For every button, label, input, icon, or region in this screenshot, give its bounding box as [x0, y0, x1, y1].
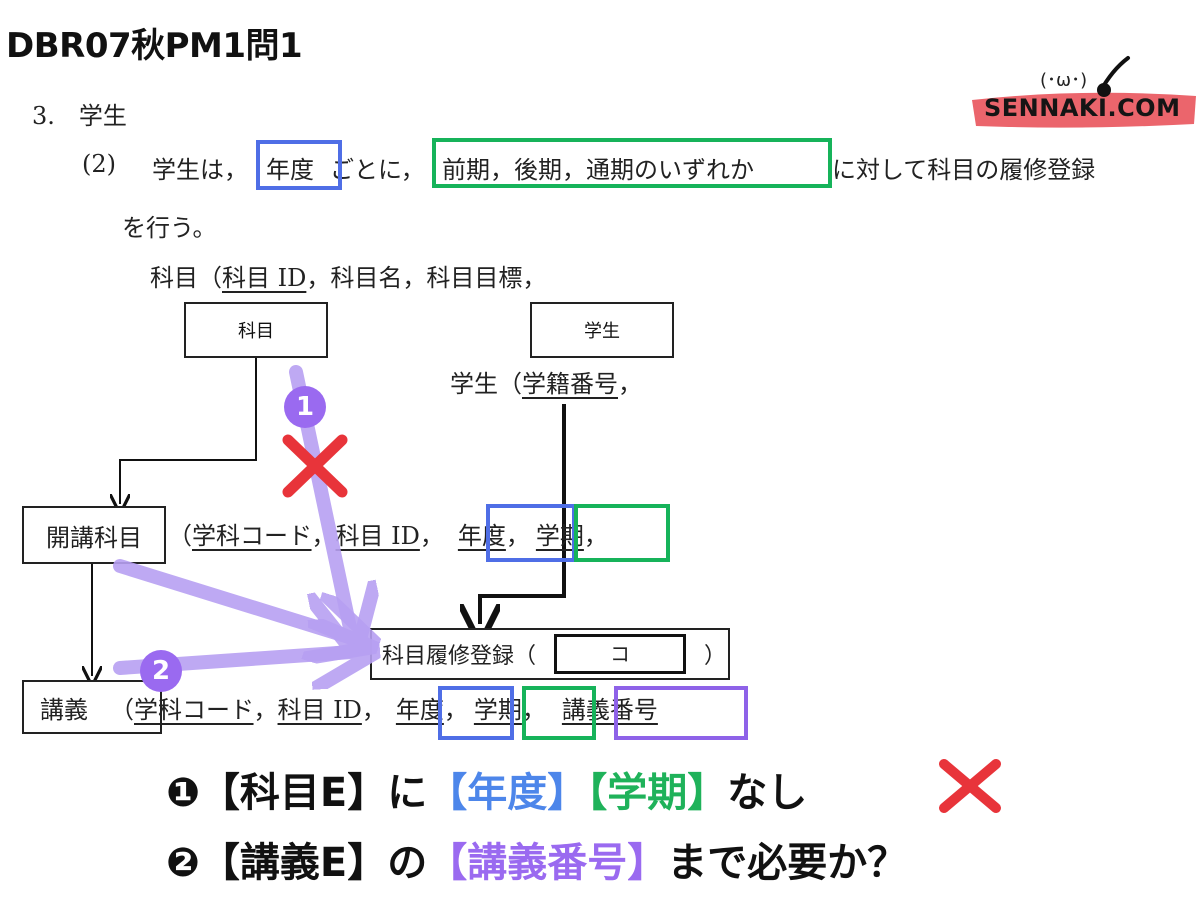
item-number: (2) [82, 150, 116, 178]
note-2-text-c: まで必要か？ [667, 840, 908, 886]
page-title: DBR07秋PM1問1 [6, 26, 303, 66]
entity-gakusei: 学生 [530, 302, 674, 358]
highlight-kogi-term [522, 686, 596, 740]
note-1-text-a: 【科目E】に [199, 770, 428, 816]
note-2-text-a: 【講義E】の [199, 840, 428, 886]
cross-icon [282, 434, 348, 498]
note-2-lecture-no: 【講義番号】 [427, 840, 668, 886]
note-2: ❷【講義E】の【講義番号】まで必要か？ [166, 830, 907, 888]
schema-kamoku: 科目（科目 ID，科目名，科目目標， [150, 258, 546, 293]
schema-gakusei-prefix: 学生（ [450, 370, 522, 398]
highlight-terms-text [432, 138, 832, 188]
note-1-year: 【年度】 [427, 770, 588, 816]
highlight-kaiko-term [574, 504, 670, 562]
relation-kaiko-name: 開講科目 [22, 506, 166, 564]
relation-rishu-name: 科目履修登録（ [382, 644, 537, 669]
sep: ， [253, 696, 278, 724]
sep: ， [443, 696, 468, 724]
note-1-term: 【学期】 [587, 770, 728, 816]
sep: ， [583, 522, 608, 550]
highlight-year-text [256, 140, 342, 190]
schema-kaiko-attr-dept: 学科コード [192, 522, 312, 550]
schema-kaiko-paren: （ [168, 522, 192, 550]
schema-kogi: （学科コード，科目 ID，年度，学期，講義番号 [110, 690, 658, 725]
note-2-bullet: ❷ [166, 840, 200, 886]
schema-kogi-paren: （ [110, 696, 134, 724]
highlight-kogi-year [438, 686, 514, 740]
marker-2: 2 [140, 650, 182, 692]
highlight-kogi-lecture-no [614, 686, 748, 740]
schema-kamoku-rest: ，科目名，科目目標， [306, 264, 547, 292]
sep: ， [419, 522, 444, 550]
line1-terms: 前期，後期，通期のいずれか [442, 156, 754, 184]
line1-year: 年度 [266, 156, 314, 184]
schema-gakusei-rest: ， [618, 370, 642, 398]
logo-face: (･ω･) [1040, 70, 1088, 91]
schema-kaiko-attr-subject: 科目 ID [335, 522, 420, 550]
note-1-bullet: ❶ [166, 770, 200, 816]
relation-rishu: 科目履修登録（ コ ） [370, 628, 730, 680]
schema-gakusei: 学生（学籍番号， [450, 364, 642, 399]
section-heading: 3. 学生 [32, 102, 127, 130]
sep: ， [361, 696, 386, 724]
logo-text: SENNAKI.COM [984, 94, 1181, 122]
schema-gakusei-key: 学籍番号 [522, 370, 618, 398]
schema-kogi-attr-year: 年度 [395, 696, 444, 724]
line1-part-b: ごとに， [330, 156, 425, 184]
relation-rishu-close: ） [704, 644, 727, 669]
schema-kamoku-key: 科目 ID [222, 264, 307, 292]
entity-kamoku: 科目 [184, 302, 328, 358]
schema-kogi-attr-subject: 科目 ID [277, 696, 362, 724]
schema-kamoku-prefix: 科目（ [150, 264, 222, 292]
marker-1: 1 [284, 386, 326, 428]
line1-part-c: に対して科目の履修登録 [832, 156, 1096, 184]
schema-kogi-attr-dept: 学科コード [134, 696, 254, 724]
note-1: ❶【科目E】に【年度】【学期】なし [166, 760, 807, 818]
schema-kaiko-attr-year: 年度 [457, 522, 506, 550]
note-1-text-d: なし [727, 770, 808, 816]
relation-kogi-name: 講義 [22, 680, 162, 734]
sep: ， [505, 522, 530, 550]
answer-blank-ko[interactable]: コ [554, 634, 687, 674]
line2: を行う。 [122, 214, 217, 242]
line1-part-a: 学生は， [152, 156, 248, 184]
schema-kogi-attr-lecture-no: 講義番号 [561, 696, 658, 724]
